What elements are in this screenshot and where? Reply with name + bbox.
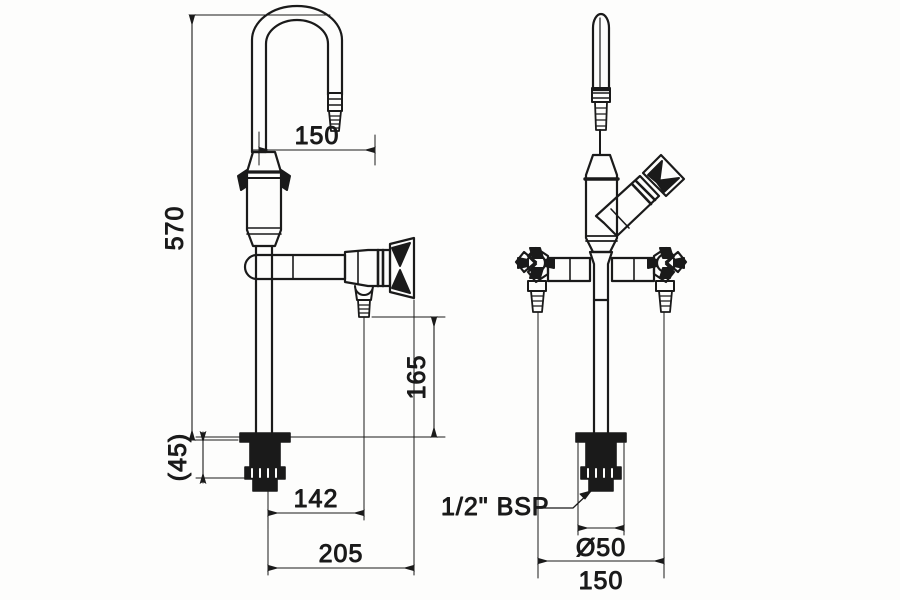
callout-label-thread-spec: 1/2" BSP — [441, 493, 550, 521]
side-valve-outlet — [354, 285, 374, 318]
dimension-nozzle-offset: 142 — [267, 316, 365, 521]
dimension-label-valve-height: 165 — [403, 355, 431, 400]
dimension-overall-depth: 205 — [267, 299, 415, 576]
dimension-label-overall-height: 570 — [161, 206, 189, 251]
callout-thread-spec: 1/2" BSP — [441, 490, 592, 522]
dimension-label-spout-reach: 150 — [295, 122, 340, 150]
dimension-label-overall-depth: 205 — [319, 540, 364, 568]
dimension-label-nozzle-offset: 142 — [294, 485, 339, 513]
dimension-base-offset: (45) — [164, 431, 246, 484]
front-spout-column — [591, 12, 611, 156]
view-front-elevation: 1/2" BSP Ø50 150 — [441, 12, 688, 596]
branch-arm — [243, 253, 347, 281]
front-left-cross-handle — [514, 246, 555, 313]
front-mounting-base — [575, 432, 627, 492]
dimension-overall-height: 570 — [161, 14, 331, 441]
dimension-label-base-offset: (45) — [164, 433, 192, 481]
riser-tube — [254, 244, 274, 438]
side-valve-body — [343, 248, 392, 288]
front-swivel-collar — [583, 153, 620, 254]
dimension-label-shank-diameter: Ø50 — [576, 534, 626, 562]
dimension-spread: 150 — [537, 311, 665, 596]
front-angled-valve — [594, 153, 686, 238]
front-cross-arms — [546, 250, 656, 438]
dimension-spout-reach: 150 — [258, 122, 376, 166]
dimension-label-spread: 150 — [579, 567, 624, 595]
mounting-base — [239, 432, 291, 492]
dimension-valve-height: 165 — [289, 316, 446, 438]
front-right-cross-handle — [647, 246, 688, 313]
view-side-elevation: 570 150 165 (45) 142 — [161, 4, 446, 576]
spout-swivel-collar — [237, 150, 291, 248]
side-valve-handle — [388, 236, 416, 300]
spout-nozzle — [327, 92, 343, 132]
